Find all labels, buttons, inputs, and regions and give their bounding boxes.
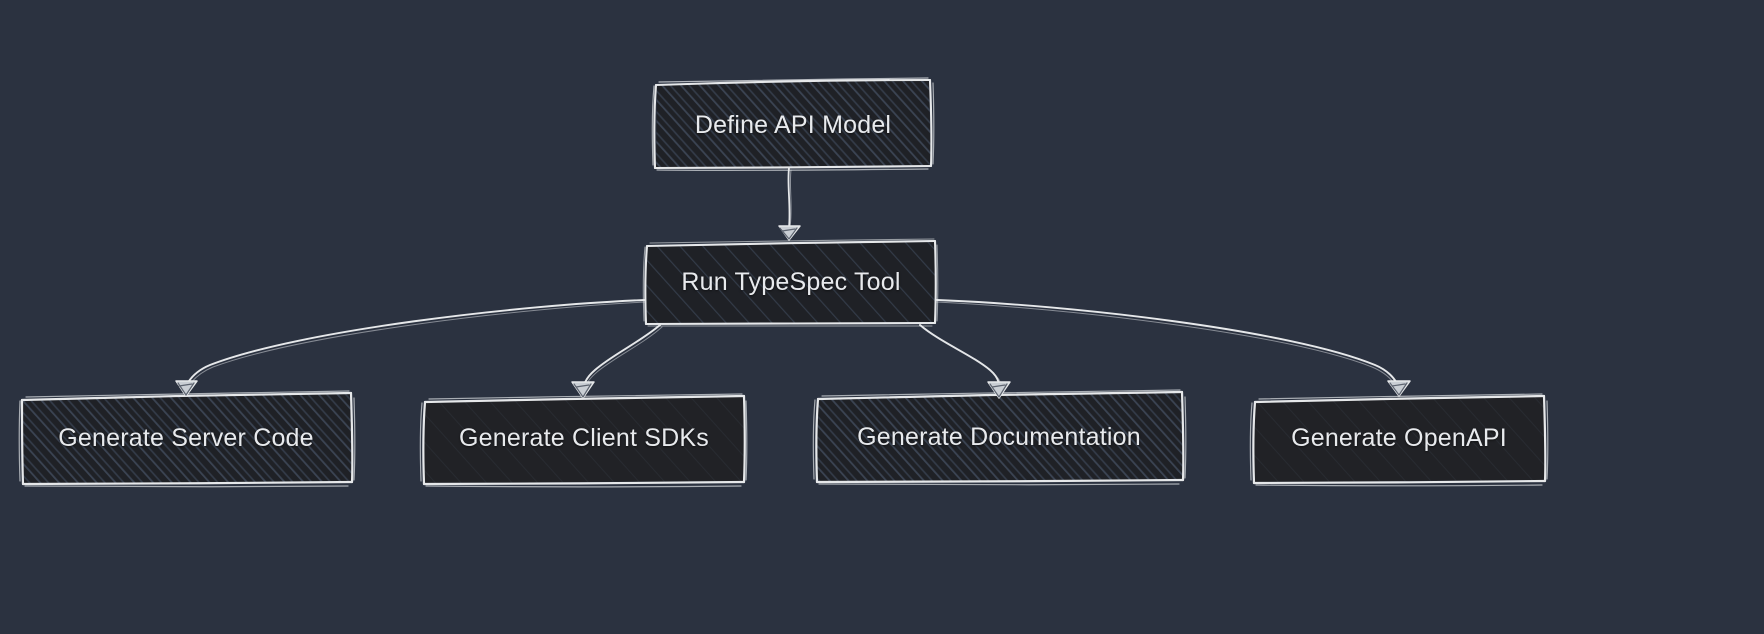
node-define-api-model-fill <box>656 80 931 168</box>
node-generate-documentation[interactable] <box>812 389 1187 486</box>
node-edge-left-2 <box>1249 402 1253 481</box>
arrowhead-sketch-lines <box>989 383 1008 398</box>
node-edge-top-2 <box>658 77 929 83</box>
node-edge-top-2 <box>1258 393 1543 400</box>
edge-define-to-run <box>778 167 801 241</box>
edge-run-to-docs <box>919 324 1011 399</box>
node-edge-right-2 <box>932 82 935 165</box>
node-run-typespec-tool-fill <box>645 242 936 324</box>
arrowhead-sketch-lines <box>779 227 798 240</box>
node-edge-bottom-2 <box>818 483 1180 486</box>
node-edge-bottom-2 <box>425 485 742 488</box>
node-edge-bottom <box>1252 479 1547 485</box>
node-edge-top <box>654 78 932 87</box>
node-generate-server-code[interactable] <box>18 390 356 488</box>
node-edge-left-2 <box>642 246 646 322</box>
node-edge-bottom-2 <box>1255 484 1543 487</box>
node-edge-top <box>645 239 937 248</box>
node-edge-right-2 <box>1546 400 1549 480</box>
arrowhead-sketch-lines <box>177 382 195 396</box>
edge-line-2 <box>187 301 647 388</box>
arrowhead-sketch-lines <box>573 383 592 398</box>
node-edge-left <box>1252 400 1257 485</box>
node-edge-right <box>742 394 746 484</box>
node-edge-left-2 <box>419 402 423 482</box>
node-define-api-model[interactable] <box>651 77 935 172</box>
node-edge-top-2 <box>428 393 743 400</box>
node-edge-right <box>1180 390 1185 482</box>
edge-line <box>936 299 1399 387</box>
edge-line-2 <box>921 326 1002 391</box>
node-edge-left <box>644 244 649 326</box>
node-generate-openapi[interactable] <box>1249 393 1549 487</box>
node-edge-left-2 <box>651 85 655 166</box>
node-run-typespec-tool[interactable] <box>642 238 939 327</box>
edge-run-to-server <box>175 299 647 397</box>
node-edge-bottom <box>653 164 933 170</box>
node-edge-right <box>928 78 933 168</box>
node-edge-top <box>816 390 1184 401</box>
edge-line-2 <box>584 326 663 391</box>
node-edge-bottom <box>644 321 937 326</box>
node-edge-bottom <box>815 478 1185 484</box>
node-edge-bottom <box>422 480 746 486</box>
node-edge-left <box>653 83 658 170</box>
edge-line <box>185 299 646 387</box>
node-edge-right-2 <box>353 397 356 481</box>
edge-run-to-sdks <box>571 324 663 399</box>
node-edge-top <box>423 394 746 404</box>
node-edge-left-2 <box>812 399 816 480</box>
node-generate-client-sdks-fill <box>424 397 745 483</box>
node-edge-left <box>422 400 427 486</box>
node-generate-server-code-fill <box>22 394 352 484</box>
node-edge-right <box>1542 394 1547 483</box>
edge-line-2 <box>789 169 792 228</box>
node-edge-right <box>933 239 937 325</box>
edge-line <box>582 324 661 390</box>
node-edge-left <box>815 397 820 484</box>
node-generate-documentation-fill <box>817 393 1183 482</box>
node-edge-left-2 <box>18 400 21 482</box>
edge-line <box>787 167 791 229</box>
node-edge-top <box>20 391 353 402</box>
node-generate-client-sdks[interactable] <box>419 393 748 488</box>
node-edge-top <box>1253 394 1546 404</box>
edge-run-to-openapi <box>935 299 1411 397</box>
node-generate-openapi-fill <box>1254 397 1545 482</box>
node-edge-bottom <box>21 480 354 486</box>
arrowhead-sketch-lines <box>1389 382 1408 396</box>
node-edge-right-2 <box>745 400 748 481</box>
node-edge-bottom-2 <box>24 485 349 488</box>
node-edge-left <box>20 398 25 486</box>
node-edge-right-2 <box>936 244 939 322</box>
node-edge-top-2 <box>649 238 935 244</box>
node-edge-right-2 <box>1184 396 1187 479</box>
node-edge-bottom-2 <box>656 168 929 172</box>
node-edge-top-2 <box>25 390 350 398</box>
node-edge-top-2 <box>821 389 1181 397</box>
node-edge-right <box>349 391 354 484</box>
edge-line-2 <box>935 301 1397 388</box>
